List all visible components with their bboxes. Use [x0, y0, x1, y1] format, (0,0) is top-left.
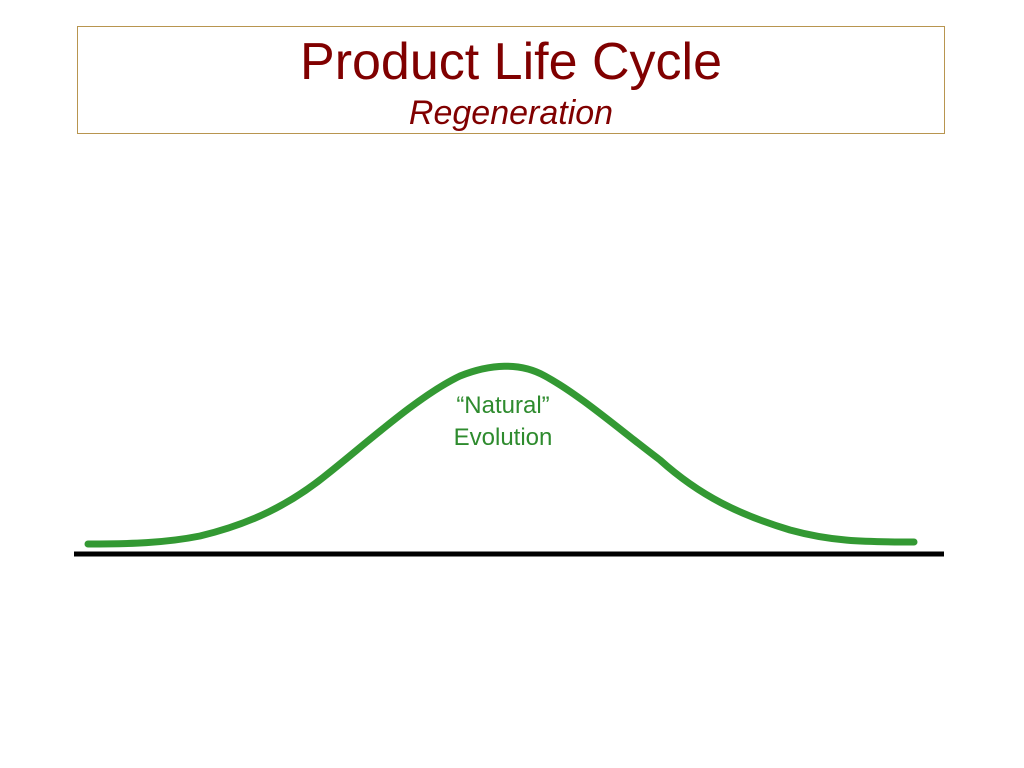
curve-label-line-1: “Natural” [456, 392, 550, 419]
curve-label: “Natural” Evolution [403, 390, 603, 454]
curve-label-line-2: Evolution [453, 424, 553, 451]
title-frame: Product Life Cycle Regeneration [77, 26, 945, 134]
natural-evolution-curve [84, 362, 918, 548]
slide-subtitle: Regeneration [408, 94, 614, 132]
slide-title: Product Life Cycle [300, 33, 722, 91]
